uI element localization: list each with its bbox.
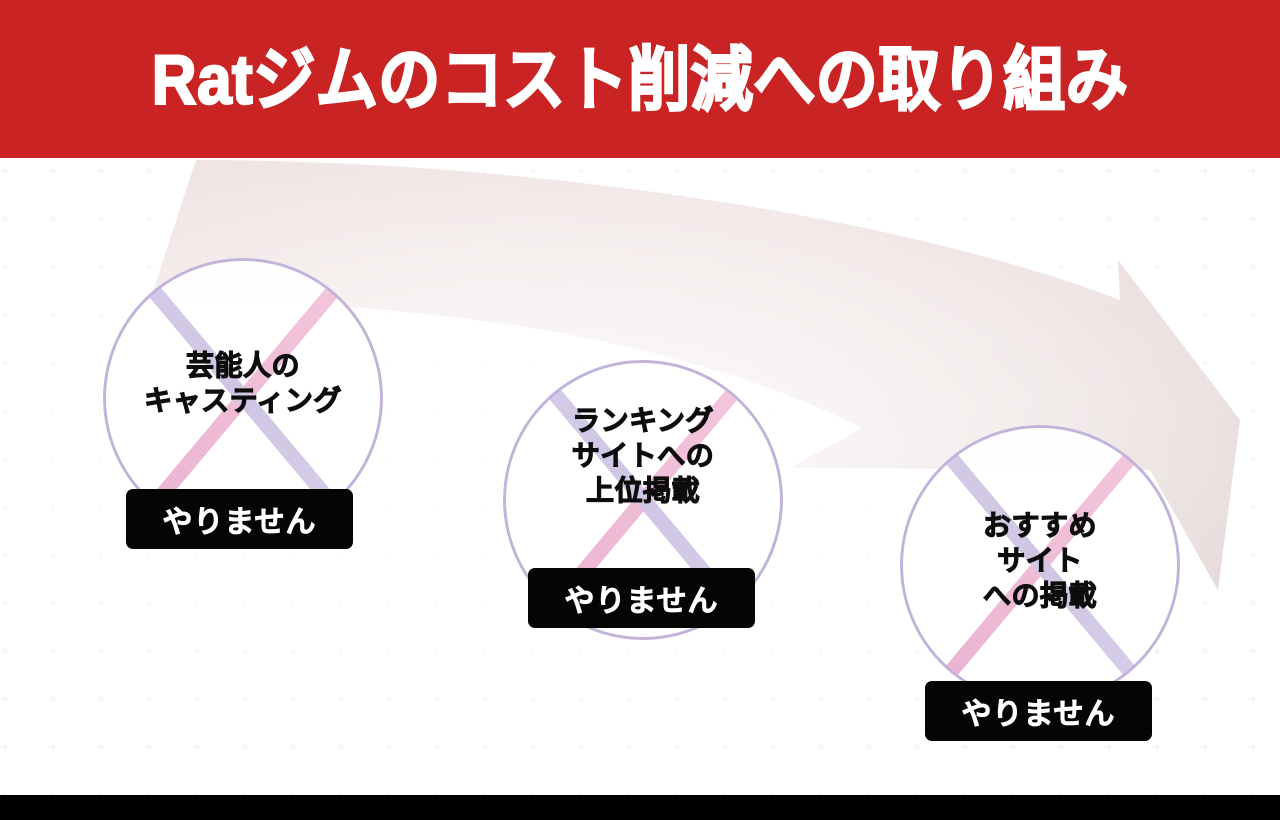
node-recommended-site-listing[interactable]: おすすめ サイト への掲載 やりません xyxy=(900,425,1180,741)
node-label-line: おすすめ xyxy=(982,509,1097,541)
node-label-recommended-site: おすすめ サイト への掲載 xyxy=(900,508,1180,613)
badge-yarimasen-2[interactable]: やりません xyxy=(528,568,755,628)
page-title: Ratジムのコスト削減への取り組み xyxy=(151,42,1129,120)
node-label-celebrity-casting: 芸能人の キャスティング xyxy=(103,348,383,418)
circle-outline xyxy=(503,360,783,640)
node-label-ranking-site: ランキング サイトへの 上位掲載 xyxy=(503,403,783,508)
node-label-line: サイト xyxy=(997,544,1083,576)
node-label-line: キャスティング xyxy=(144,384,342,416)
node-label-line: 上位掲載 xyxy=(585,474,700,506)
badge-yarimasen-1[interactable]: やりません xyxy=(126,489,353,549)
node-ranking-site-top-listing[interactable]: ランキング サイトへの 上位掲載 やりません xyxy=(503,360,783,640)
node-label-line: への掲載 xyxy=(982,579,1097,611)
badge-yarimasen-3[interactable]: やりません xyxy=(925,681,1152,741)
bottom-bar xyxy=(0,795,1280,820)
node-celebrity-casting[interactable]: 芸能人の キャスティング やりません xyxy=(103,258,383,549)
node-label-line: 芸能人の xyxy=(185,349,300,381)
circle-shape xyxy=(900,425,1180,705)
node-label-line: ランキング xyxy=(572,404,714,436)
header-banner: Ratジムのコスト削減への取り組み xyxy=(0,0,1280,158)
node-label-line: サイトへの xyxy=(571,439,715,471)
